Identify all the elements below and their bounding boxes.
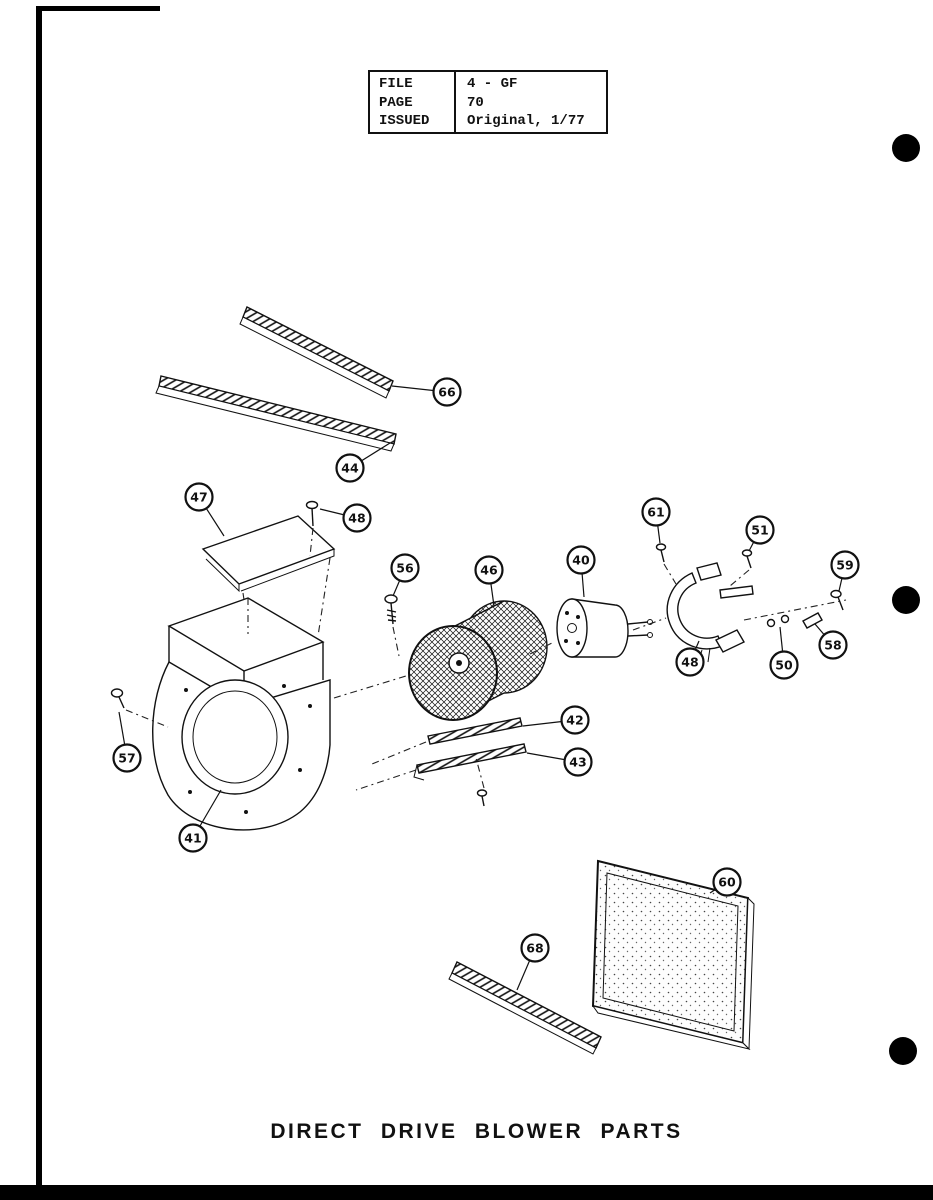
callout-61: 61 bbox=[641, 497, 671, 544]
part-screw-rail bbox=[476, 789, 488, 807]
assembly-lines bbox=[333, 617, 667, 699]
part-screw-56 bbox=[384, 594, 400, 657]
svg-text:60: 60 bbox=[718, 875, 736, 890]
punch-hole bbox=[889, 1037, 917, 1065]
part-screw-61 bbox=[655, 543, 677, 585]
callout-68: 68 bbox=[516, 933, 550, 991]
part-screw-59 bbox=[830, 589, 844, 611]
callout-48: 48 bbox=[319, 503, 372, 533]
svg-text:50: 50 bbox=[775, 658, 793, 673]
svg-text:41: 41 bbox=[184, 831, 201, 846]
callout-60: 60 bbox=[709, 867, 742, 897]
svg-text:43: 43 bbox=[569, 755, 586, 770]
svg-text:59: 59 bbox=[836, 558, 853, 573]
info-row-file: FILE 4 - GF bbox=[370, 75, 606, 93]
callout-59: 59 bbox=[830, 550, 860, 592]
assembly-line-rail-screw bbox=[475, 757, 485, 789]
file-label: FILE bbox=[379, 76, 413, 92]
part-sleeve-58 bbox=[802, 612, 823, 629]
info-row-page: PAGE 70 bbox=[370, 94, 606, 112]
page-label: PAGE bbox=[379, 94, 413, 111]
callout-51: 51 bbox=[745, 515, 775, 552]
part-blower-housing-41 bbox=[152, 597, 331, 831]
callouts-layer: 66 44 47 48 56 46 40 61 51 59 48 50 58 57 42 43 41 60 68 bbox=[112, 377, 860, 991]
callout-40: 40 bbox=[566, 545, 596, 598]
part-screw-48-top bbox=[305, 500, 319, 557]
callout-46: 46 bbox=[474, 555, 504, 607]
file-value: 4 - GF bbox=[467, 76, 518, 92]
part-cutoff-plate-47 bbox=[201, 515, 336, 637]
callout-50: 50 bbox=[769, 626, 799, 680]
part-channel-rail-66 bbox=[239, 306, 394, 399]
part-bolt-51 bbox=[729, 549, 753, 587]
svg-text:48: 48 bbox=[681, 655, 698, 670]
svg-text:56: 56 bbox=[396, 561, 414, 576]
issued-value: Original, 1/77 bbox=[467, 113, 585, 129]
svg-text:58: 58 bbox=[824, 638, 841, 653]
callout-66: 66 bbox=[391, 377, 462, 407]
page-title: DIRECT DRIVE BLOWER PARTS bbox=[270, 1120, 683, 1143]
svg-text:46: 46 bbox=[480, 563, 498, 578]
part-screw-57 bbox=[110, 688, 169, 728]
svg-text:61: 61 bbox=[647, 505, 664, 520]
issued-label: ISSUED bbox=[379, 113, 430, 129]
svg-text:48: 48 bbox=[348, 511, 365, 526]
punch-hole bbox=[892, 586, 920, 614]
page-value: 70 bbox=[467, 94, 484, 111]
part-motor-mount-48 bbox=[666, 562, 754, 665]
callout-47: 47 bbox=[184, 482, 225, 537]
part-rail-43 bbox=[413, 743, 527, 781]
svg-text:40: 40 bbox=[572, 553, 590, 568]
callout-56: 56 bbox=[390, 553, 420, 597]
info-row-issued: ISSUED Original, 1/77 bbox=[370, 112, 606, 130]
svg-text:66: 66 bbox=[438, 385, 456, 400]
assembly-axis-right bbox=[743, 599, 847, 621]
part-spacers-50 bbox=[766, 614, 790, 628]
svg-text:68: 68 bbox=[526, 941, 543, 956]
svg-text:57: 57 bbox=[118, 751, 135, 766]
callout-57: 57 bbox=[112, 711, 142, 773]
assembly-line-rail-43 bbox=[355, 769, 417, 791]
page-border-top bbox=[36, 6, 160, 11]
page-border-bottom bbox=[0, 1185, 933, 1200]
callout-42: 42 bbox=[522, 705, 590, 735]
file-info-box: FILE 4 - GF PAGE 70 ISSUED Original, 1/7… bbox=[368, 70, 608, 134]
part-blower-wheel-46 bbox=[408, 600, 548, 721]
part-rail-68 bbox=[448, 961, 602, 1055]
svg-text:47: 47 bbox=[190, 490, 207, 505]
page-border-left bbox=[36, 6, 42, 1200]
part-rail-42 bbox=[427, 717, 523, 745]
svg-text:42: 42 bbox=[566, 713, 583, 728]
callout-58: 58 bbox=[814, 623, 848, 660]
svg-text:51: 51 bbox=[751, 523, 768, 538]
part-channel-rail-44 bbox=[155, 375, 397, 452]
part-filter-60 bbox=[591, 859, 755, 1051]
assembly-line-rail-42 bbox=[371, 741, 427, 765]
callout-44: 44 bbox=[335, 442, 391, 483]
callout-48: 48 bbox=[675, 640, 705, 677]
info-box-divider bbox=[454, 72, 456, 132]
part-motor-40 bbox=[556, 598, 653, 658]
punch-hole bbox=[892, 134, 920, 162]
svg-text:44: 44 bbox=[341, 461, 359, 476]
callout-41: 41 bbox=[178, 789, 222, 853]
callout-43: 43 bbox=[526, 747, 593, 777]
